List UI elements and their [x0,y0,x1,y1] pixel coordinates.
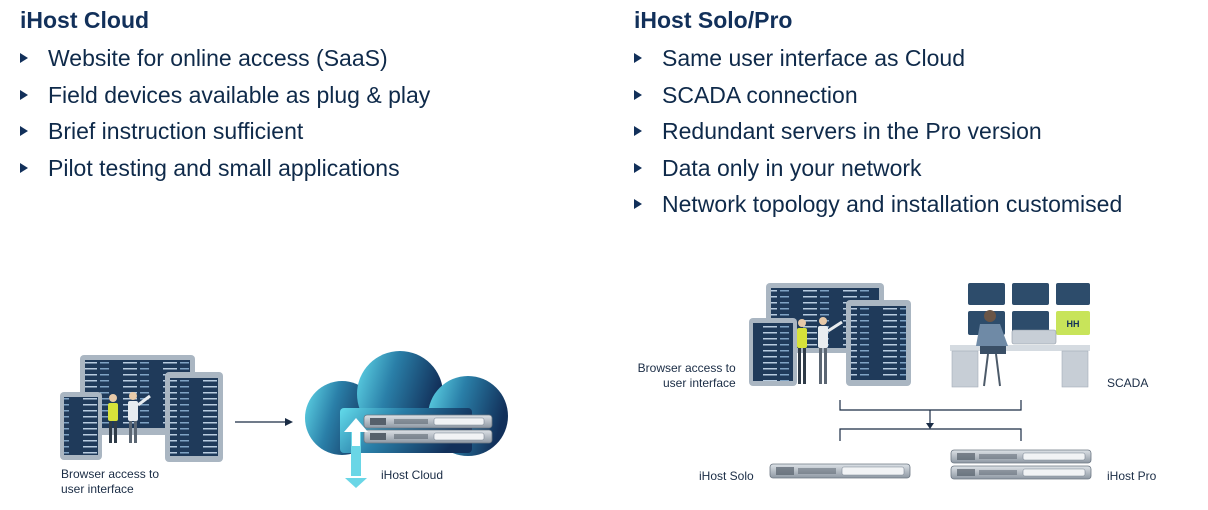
ihost-solo-pro-features: Same user interface as Cloud SCADA conne… [634,40,1204,223]
monitor-icon [1012,311,1049,335]
list-item: Same user interface as Cloud [634,40,1204,77]
hh-logo-icon [1056,311,1090,335]
arrow-down-icon [926,423,934,429]
list-item: Network topology and installation custom… [634,186,1204,223]
ihost-cloud-features: Website for online access (SaaS) Field d… [20,40,600,186]
bullet-icon [634,53,642,63]
bullet-icon [20,89,28,100]
bullet-icon [20,53,28,63]
left-browser-access-label: Browser access to user interface [61,467,160,496]
monitor-icon [1012,283,1049,305]
list-item: Data only in your network [634,150,1204,187]
svg-text:HH: HH [1067,319,1080,329]
ihost-pro-server-icon [950,449,1092,480]
list-item: Website for online access (SaaS) [20,40,600,77]
bullet-icon [20,126,28,136]
monitor-icon [968,283,1005,305]
ihost-cloud-label: iHost Cloud [381,468,444,482]
ihost-pro-label: iHost Pro [1107,469,1157,483]
ihost-solo-pro-title: iHost Solo/Pro [634,7,793,33]
bullet-icon [20,162,28,173]
list-item: Brief instruction sufficient [20,113,600,150]
arrow-to-cloud [235,418,293,426]
ihost-cloud-section: iHost Cloud Website for online access (S… [20,6,600,186]
workers-icon [797,317,843,384]
cloud-icon [305,351,508,488]
bullet-icon [634,126,642,136]
bullet-icon [634,199,642,209]
right-devices-illustration [749,283,911,386]
ihost-solo-server-icon [769,463,911,479]
scada-label: SCADA [1107,376,1149,390]
workers-icon [108,392,151,443]
list-item: SCADA connection [634,77,1204,114]
server-icon [363,429,493,444]
ihost-solo-label: iHost Solo [699,469,754,483]
left-devices-illustration [60,355,223,462]
bullet-icon [634,162,642,173]
scada-illustration: HH [950,283,1090,388]
monitor-icon [1056,283,1090,305]
operator-icon [976,310,1008,387]
ihost-solo-pro-section: iHost Solo/Pro Same user interface as Cl… [634,6,1204,223]
list-item: Field devices available as plug & play [20,77,600,114]
bullet-icon [634,89,642,100]
server-icon [363,414,493,429]
right-browser-access-label: Browser access to user interface [637,361,736,390]
list-item: Pilot testing and small applications [20,150,600,187]
ihost-cloud-title: iHost Cloud [20,7,150,33]
up-down-arrow-icon [344,418,368,488]
connection-lines [839,400,1022,441]
list-item: Redundant servers in the Pro version [634,113,1204,150]
